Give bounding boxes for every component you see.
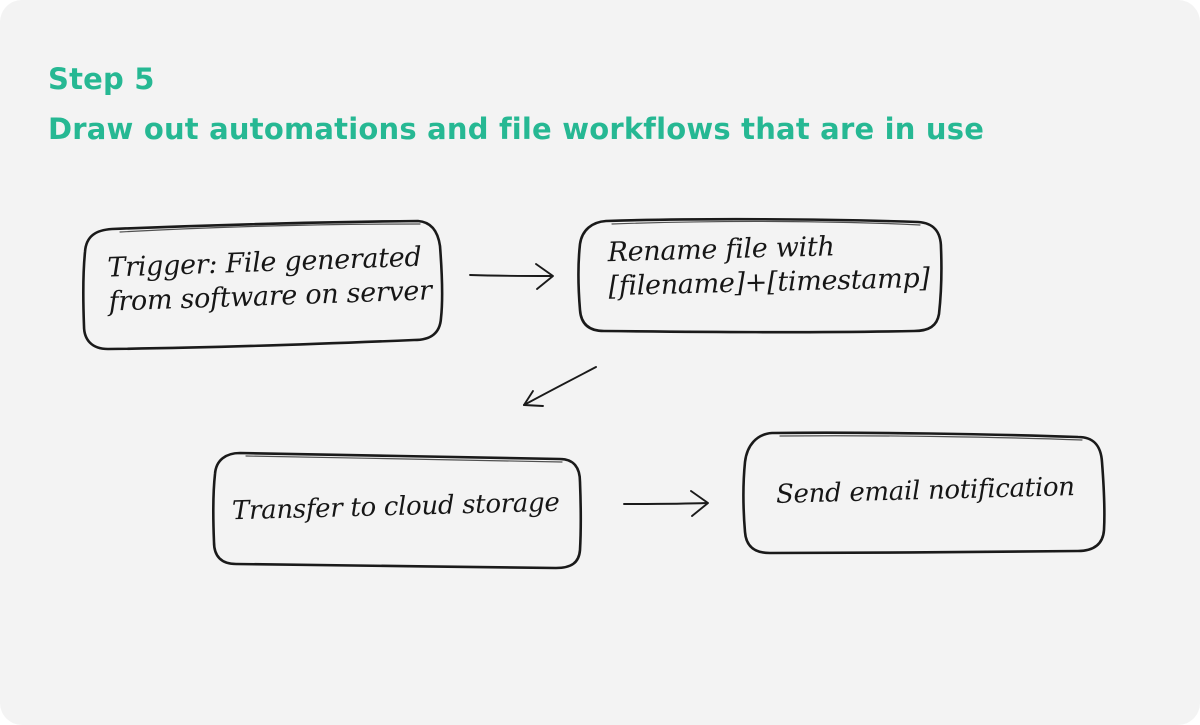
edge-arrow-rename-transfer (523, 366, 597, 407)
edge-arrow-trigger-rename (469, 263, 554, 290)
step-title: Draw out automations and file workflows … (48, 112, 985, 146)
step-label: Step 5 (48, 62, 155, 96)
node-box-transfer (212, 451, 583, 570)
node-box-trigger (82, 219, 444, 351)
node-trigger-label: Trigger: File generated from software on… (107, 240, 432, 319)
edge-arrow-transfer-email (623, 490, 709, 517)
node-box-rename (577, 217, 943, 334)
node-box-email (742, 431, 1106, 555)
node-rename-label: Rename file with [filename]+[timestamp] (607, 228, 930, 304)
